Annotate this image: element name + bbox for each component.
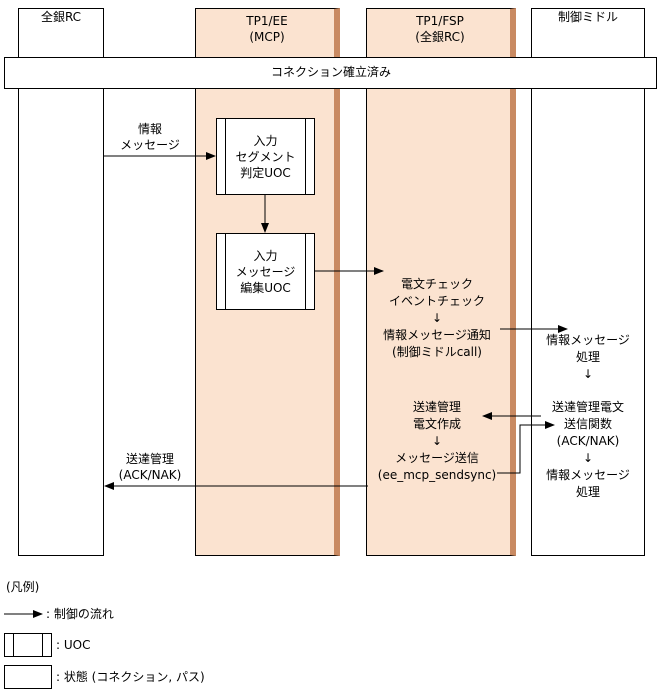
lane-control-middle (531, 8, 645, 556)
uoc-message-edit-line1: 入力 (253, 248, 278, 263)
legend-state-symbol (4, 665, 52, 689)
legend-uoc-symbol (4, 633, 52, 657)
uoc-segment-judge-line3: 判定UOC (240, 165, 291, 180)
lane-zengin-rc (18, 8, 104, 556)
uoc-segment-judge-line2: セグメント (235, 149, 296, 164)
middle-delivery-line4: 情報メッセージ (546, 468, 630, 482)
fsp-check-arrow: ↓ (431, 311, 443, 325)
fsp-send-arrow: ↓ (431, 434, 443, 448)
lane-header-tp1-fsp-sub: (全銀RC) (415, 30, 465, 44)
legend-uoc-label: : UOC (56, 638, 91, 652)
middle-info-line2: 処理 (575, 350, 601, 364)
middle-delivery-line3: (ACK/NAK) (556, 434, 620, 448)
lane-header-tp1-ee: TP1/EE (246, 14, 288, 28)
fsp-check-line4: (制御ミドルcall) (392, 345, 482, 359)
arrow-send-to-middle (497, 421, 555, 474)
fsp-send-line1: 送達管理 (412, 400, 462, 414)
legend-flow-label: : 制御の流れ (46, 607, 114, 621)
lane-header-zengin-rc: 全銀RC (40, 10, 82, 24)
fsp-send-line4: (ee_mcp_sendsync) (377, 468, 497, 482)
middle-info-line1: 情報メッセージ (546, 333, 630, 347)
fsp-check-line2: イベントチェック (388, 294, 486, 308)
fsp-check-line1: 電文チェック (400, 277, 474, 291)
middle-info-arrow: ↓ (582, 367, 594, 381)
uoc-message-edit-line2: メッセージ (235, 264, 296, 279)
delivery-ack-label: 送達管理 (125, 452, 175, 466)
lane-tp1-fsp (366, 8, 516, 556)
info-message-label-2: メッセージ (120, 138, 180, 152)
uoc-segment-judge: 入力 セグメント 判定UOC (216, 118, 315, 195)
uoc-segment-judge-line1: 入力 (253, 133, 278, 148)
fsp-send-line3: メッセージ送信 (395, 451, 479, 465)
middle-delivery-arrow: ↓ (582, 451, 594, 465)
connection-established-label: コネクション確立済み (270, 65, 392, 79)
connection-established-bar: コネクション確立済み (4, 57, 657, 89)
uoc-message-edit: 入力 メッセージ 編集UOC (216, 233, 315, 310)
legend-state-label: : 状態 (コネクション, パス) (56, 670, 205, 684)
lane-header-tp1-fsp: TP1/FSP (416, 14, 464, 28)
info-message-label: 情報 (137, 122, 163, 136)
middle-delivery-line2: 送信関数 (563, 417, 613, 431)
uoc-message-edit-line3: 編集UOC (240, 280, 291, 295)
lane-header-tp1-ee-sub: (MCP) (249, 30, 285, 44)
middle-delivery-line1: 送達管理電文 (551, 400, 625, 414)
legend-title: (凡例) (6, 580, 40, 594)
fsp-check-line3: 情報メッセージ通知 (383, 328, 491, 342)
delivery-ack-label-2: (ACK/NAK) (118, 468, 182, 482)
lane-header-control-middle: 制御ミドル (557, 10, 619, 24)
middle-delivery-line5: 処理 (575, 485, 601, 499)
fsp-send-line2: 電文作成 (412, 417, 462, 431)
